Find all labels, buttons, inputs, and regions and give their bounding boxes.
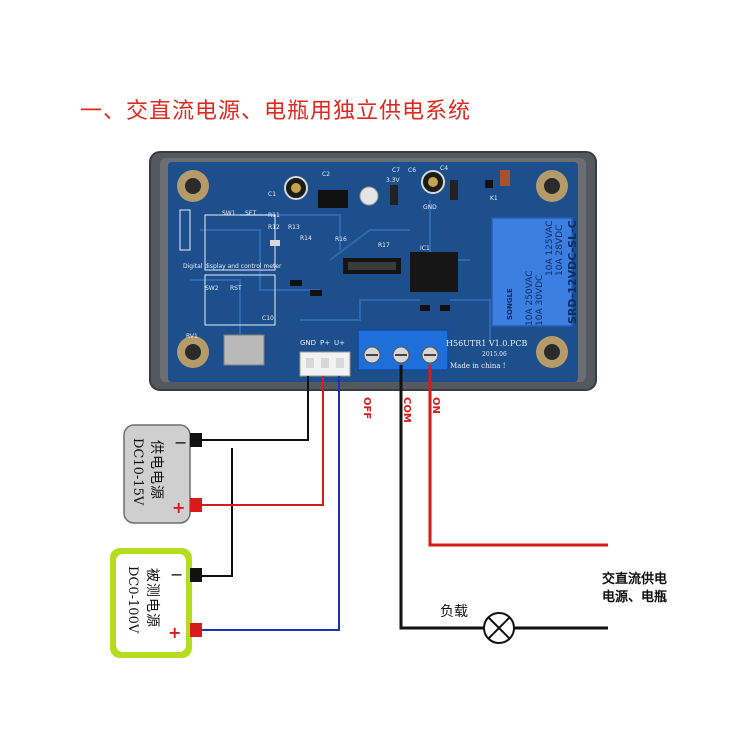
- screw-terminal-block: [357, 329, 449, 371]
- header-gnd-label: GND: [300, 339, 316, 347]
- terminal-labels: OFF COM ON: [361, 397, 441, 423]
- board-date: 2015.06: [482, 351, 507, 358]
- measured-label: 被测电源: [144, 568, 160, 628]
- silk-c7: C7: [392, 167, 400, 174]
- relay-rating-1: 10A 250VAC: [525, 270, 535, 326]
- label-com: COM: [401, 397, 412, 423]
- silk-c4: C4: [440, 165, 448, 172]
- silk-sw2: SW2: [205, 285, 219, 292]
- header-p-label: P+: [320, 339, 330, 347]
- relay-model: SRD-12VDC-SL-C: [566, 220, 579, 324]
- measured-plus: +: [168, 623, 181, 642]
- label-on: ON: [430, 397, 441, 414]
- measured-supply-box: − + 被测电源 DC0-100V: [110, 548, 202, 658]
- silk-r12: R12: [268, 224, 280, 231]
- components: [223, 170, 510, 366]
- wire-on: [428, 365, 608, 547]
- power-supply-box: − + 供电电源 DC10-15V: [123, 424, 202, 524]
- label-off: OFF: [361, 397, 372, 419]
- silk-r16: R16: [335, 236, 347, 243]
- measured-voltage: DC0-100V: [125, 566, 140, 634]
- ac-source-label: 交直流供电 电源、电瓶: [602, 571, 667, 605]
- wire-com: [399, 365, 484, 630]
- board-model: H56UTR1 V1.0.PCB: [446, 339, 527, 348]
- wire-gnd: [202, 376, 309, 441]
- silk-ic1: IC1: [420, 245, 430, 252]
- page-title: 一、交直流电源、电瓶用独立供电系统: [80, 99, 472, 124]
- silk-r14: R14: [300, 235, 312, 242]
- silk-c2: C2: [322, 171, 330, 178]
- silk-sw1: SW1: [222, 210, 236, 217]
- wire-p-plus: [195, 376, 324, 506]
- wire-u-plus: [195, 376, 340, 631]
- silkscreen-text: Digital display and control meter SW1 SE…: [183, 165, 498, 340]
- silk-gnd: GND: [423, 204, 437, 211]
- silk-r17: R17: [378, 242, 390, 249]
- supply-label: 供电电源: [148, 440, 164, 500]
- relay-brand: SONGLE: [506, 288, 514, 320]
- board-made-in: Made in china !: [450, 362, 506, 370]
- relay: SONGLE 10A 250VAC 10A 30VDC 10A 125VAC 1…: [491, 217, 579, 327]
- silk-3v3: 3.3V: [386, 177, 401, 184]
- silk-rst: RST: [230, 285, 242, 292]
- wire-gnd-common: [202, 448, 233, 577]
- supply-voltage: DC10-15V: [130, 438, 145, 506]
- silk-set: SET: [245, 210, 257, 217]
- supply-plus: +: [172, 498, 185, 517]
- silk-r13: R13: [288, 224, 300, 231]
- load-label: 负载: [440, 604, 468, 620]
- mounting-holes: [177, 170, 568, 368]
- silk-k1: K1: [490, 195, 498, 202]
- silk-c10: C10: [262, 315, 274, 322]
- silk-c1: C1: [268, 191, 276, 198]
- silk-rv1: RV1: [186, 333, 198, 340]
- silk-c6: C6: [408, 167, 416, 174]
- wires: [195, 365, 608, 631]
- supply-minus: −: [174, 433, 187, 452]
- measured-minus: −: [170, 565, 183, 584]
- header-u-label: U+: [334, 339, 345, 347]
- relay-rating-3: 10A 30VDC: [535, 275, 545, 326]
- silk-r11: R11: [268, 212, 280, 219]
- relay-rating-4: 10A 28VDC: [555, 225, 565, 276]
- relay-rating-2: 10A 125VAC: [545, 220, 555, 276]
- load-lamp-icon: [483, 612, 515, 644]
- silk-caption: Digital display and control meter: [183, 263, 282, 270]
- ac-label-line2: 电源、电瓶: [602, 589, 667, 605]
- board-info: H56UTR1 V1.0.PCB 2015.06 Made in china !: [446, 339, 527, 370]
- ac-label-line1: 交直流供电: [602, 571, 667, 587]
- three-pin-header: GND P+ U+: [299, 339, 351, 377]
